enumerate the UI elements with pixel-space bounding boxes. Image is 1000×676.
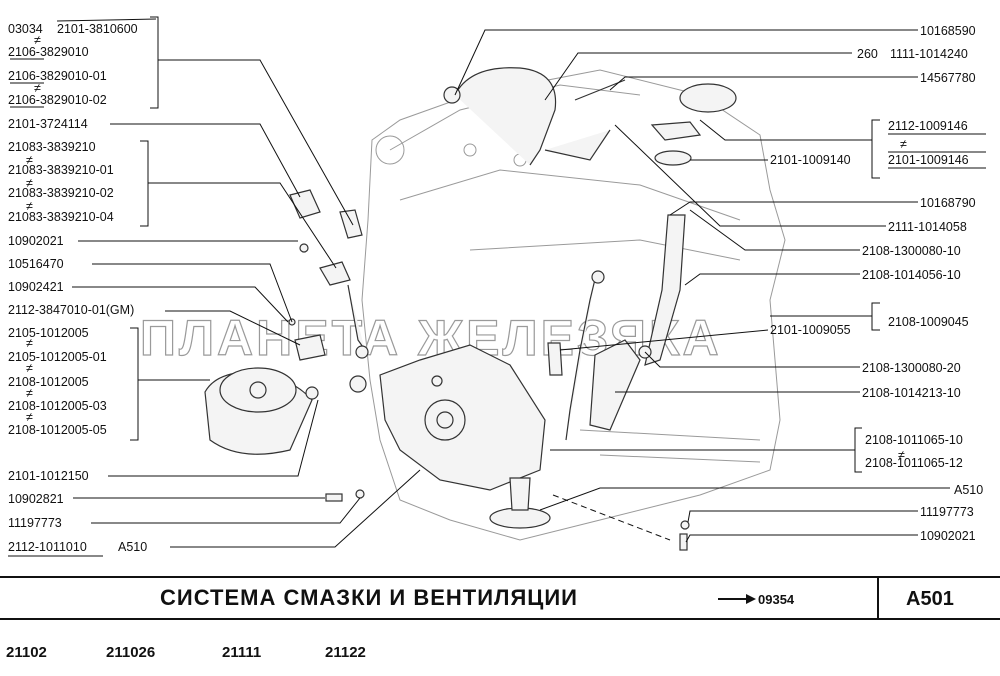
engine-block-drawing: [361, 69, 786, 541]
svg-text:≠: ≠: [900, 137, 907, 151]
part-number-label: 11197773: [920, 505, 974, 519]
model-code: 21102: [6, 644, 47, 661]
part-number-label: 2105-1012005: [8, 326, 89, 340]
part-number-label: 03034: [8, 22, 43, 36]
svg-text:≠: ≠: [898, 448, 905, 462]
model-code: 211026: [106, 644, 156, 661]
water-pipe-part: [589, 339, 652, 431]
part-number-label: 10902421: [8, 280, 64, 294]
part-number-label: 14567780: [920, 71, 976, 85]
part-number-label: 2112-3847010-01(GM): [8, 303, 134, 317]
part-number-label: 2101-1009140: [770, 153, 851, 167]
part-number-label: 2106-3829010-02: [8, 93, 107, 107]
arrow-right-icon: [718, 594, 756, 604]
svg-text:≠: ≠: [26, 336, 33, 350]
part-number-label: 10168790: [920, 196, 976, 210]
part-number-label: A510: [954, 483, 983, 497]
part-number-label: 21083-3839210-04: [8, 210, 114, 224]
model-code: 21111: [222, 644, 262, 661]
part-number-label: 1111-1014240: [890, 47, 968, 61]
part-number-label: 2108-1012005-03: [8, 399, 107, 413]
footer-bottom-rule: [0, 618, 1000, 620]
part-number-label: 21083-3839210-02: [8, 186, 114, 200]
part-number-label: 10168590: [920, 24, 976, 38]
footer-divider: [877, 578, 879, 618]
oil-pump-part: [349, 344, 546, 491]
part-number-label: 2101-3810600: [57, 22, 138, 36]
part-number-label: 10902021: [8, 234, 64, 248]
part-number-label: 2108-1300080-10: [862, 244, 961, 258]
part-number-label: A510: [118, 540, 147, 554]
page-title: СИСТЕМА СМАЗКИ И ВЕНТИЛЯЦИИ: [160, 585, 578, 610]
part-number-label: 2108-1014056-10: [862, 268, 961, 282]
svg-text:≠: ≠: [34, 33, 41, 47]
svg-text:≠: ≠: [26, 410, 33, 424]
parts-group: [204, 67, 737, 551]
part-number-label: 11197773: [8, 516, 62, 530]
part-number-label: 21083-3839210: [8, 140, 96, 154]
left-leader-lines: ≠ ≠ ≠ ≠ ≠ ≠ ≠ ≠ ≠: [8, 16, 421, 557]
part-number-label: 2106-3829010-01: [8, 69, 107, 83]
part-number-label: 2108-1009045: [888, 315, 969, 329]
bolts-part: [325, 489, 690, 551]
breather-hose-part: [443, 67, 737, 366]
part-number-label: 260: [857, 47, 878, 61]
part-number-label: 2106-3829010: [8, 45, 89, 59]
svg-text:≠: ≠: [26, 176, 33, 190]
svg-text:≠: ≠: [34, 81, 41, 95]
model-code: 21122: [325, 644, 366, 661]
reference-code: 09354: [758, 592, 795, 607]
part-number-label: 10902821: [8, 492, 64, 506]
svg-text:≠: ≠: [26, 199, 33, 213]
part-number-label: 10902021: [920, 529, 976, 543]
part-number-label: 2111-1014058: [888, 220, 967, 234]
svg-text:≠: ≠: [26, 153, 33, 167]
part-number-label: 2105-1012005-01: [8, 350, 107, 364]
oil-pressure-sensor-part: [288, 189, 369, 361]
part-number-label: 2101-1009055: [770, 323, 851, 337]
part-number-label: 2108-1012005-05: [8, 423, 107, 437]
part-number-label: 2108-1014213-10: [862, 386, 961, 400]
part-number-label: 2108-1300080-20: [862, 361, 961, 375]
part-number-label: 2108-1011065-12: [865, 456, 963, 470]
part-number-label: 2112-1009146: [888, 119, 968, 133]
svg-text:≠: ≠: [26, 361, 33, 375]
part-number-label: 21083-3839210-01: [8, 163, 114, 177]
part-number-label: 2112-1011010: [8, 540, 87, 554]
svg-text:≠: ≠: [26, 386, 33, 400]
right-leader-lines: ≠ ≠: [454, 29, 986, 543]
part-number-label: 10516470: [8, 257, 64, 271]
part-number-label: 2108-1011065-10: [865, 433, 963, 447]
part-number-label: 2101-1012150: [8, 469, 89, 483]
right-labels: 10168590 260 1111-1014240 14567780 2112-…: [770, 24, 983, 543]
footer-top-rule: [0, 576, 1000, 578]
oil-filter-part: [204, 367, 319, 455]
section-code: A501: [906, 588, 954, 610]
left-labels: 03034 2101-3810600 2106-3829010 2106-382…: [8, 22, 147, 554]
part-number-label: 2101-3724114: [8, 117, 88, 131]
part-number-label: 2101-1009146: [888, 153, 969, 167]
part-number-label: 2108-1012005: [8, 375, 89, 389]
dipstick-part: [547, 270, 605, 441]
oil-strainer-part: [489, 477, 551, 529]
